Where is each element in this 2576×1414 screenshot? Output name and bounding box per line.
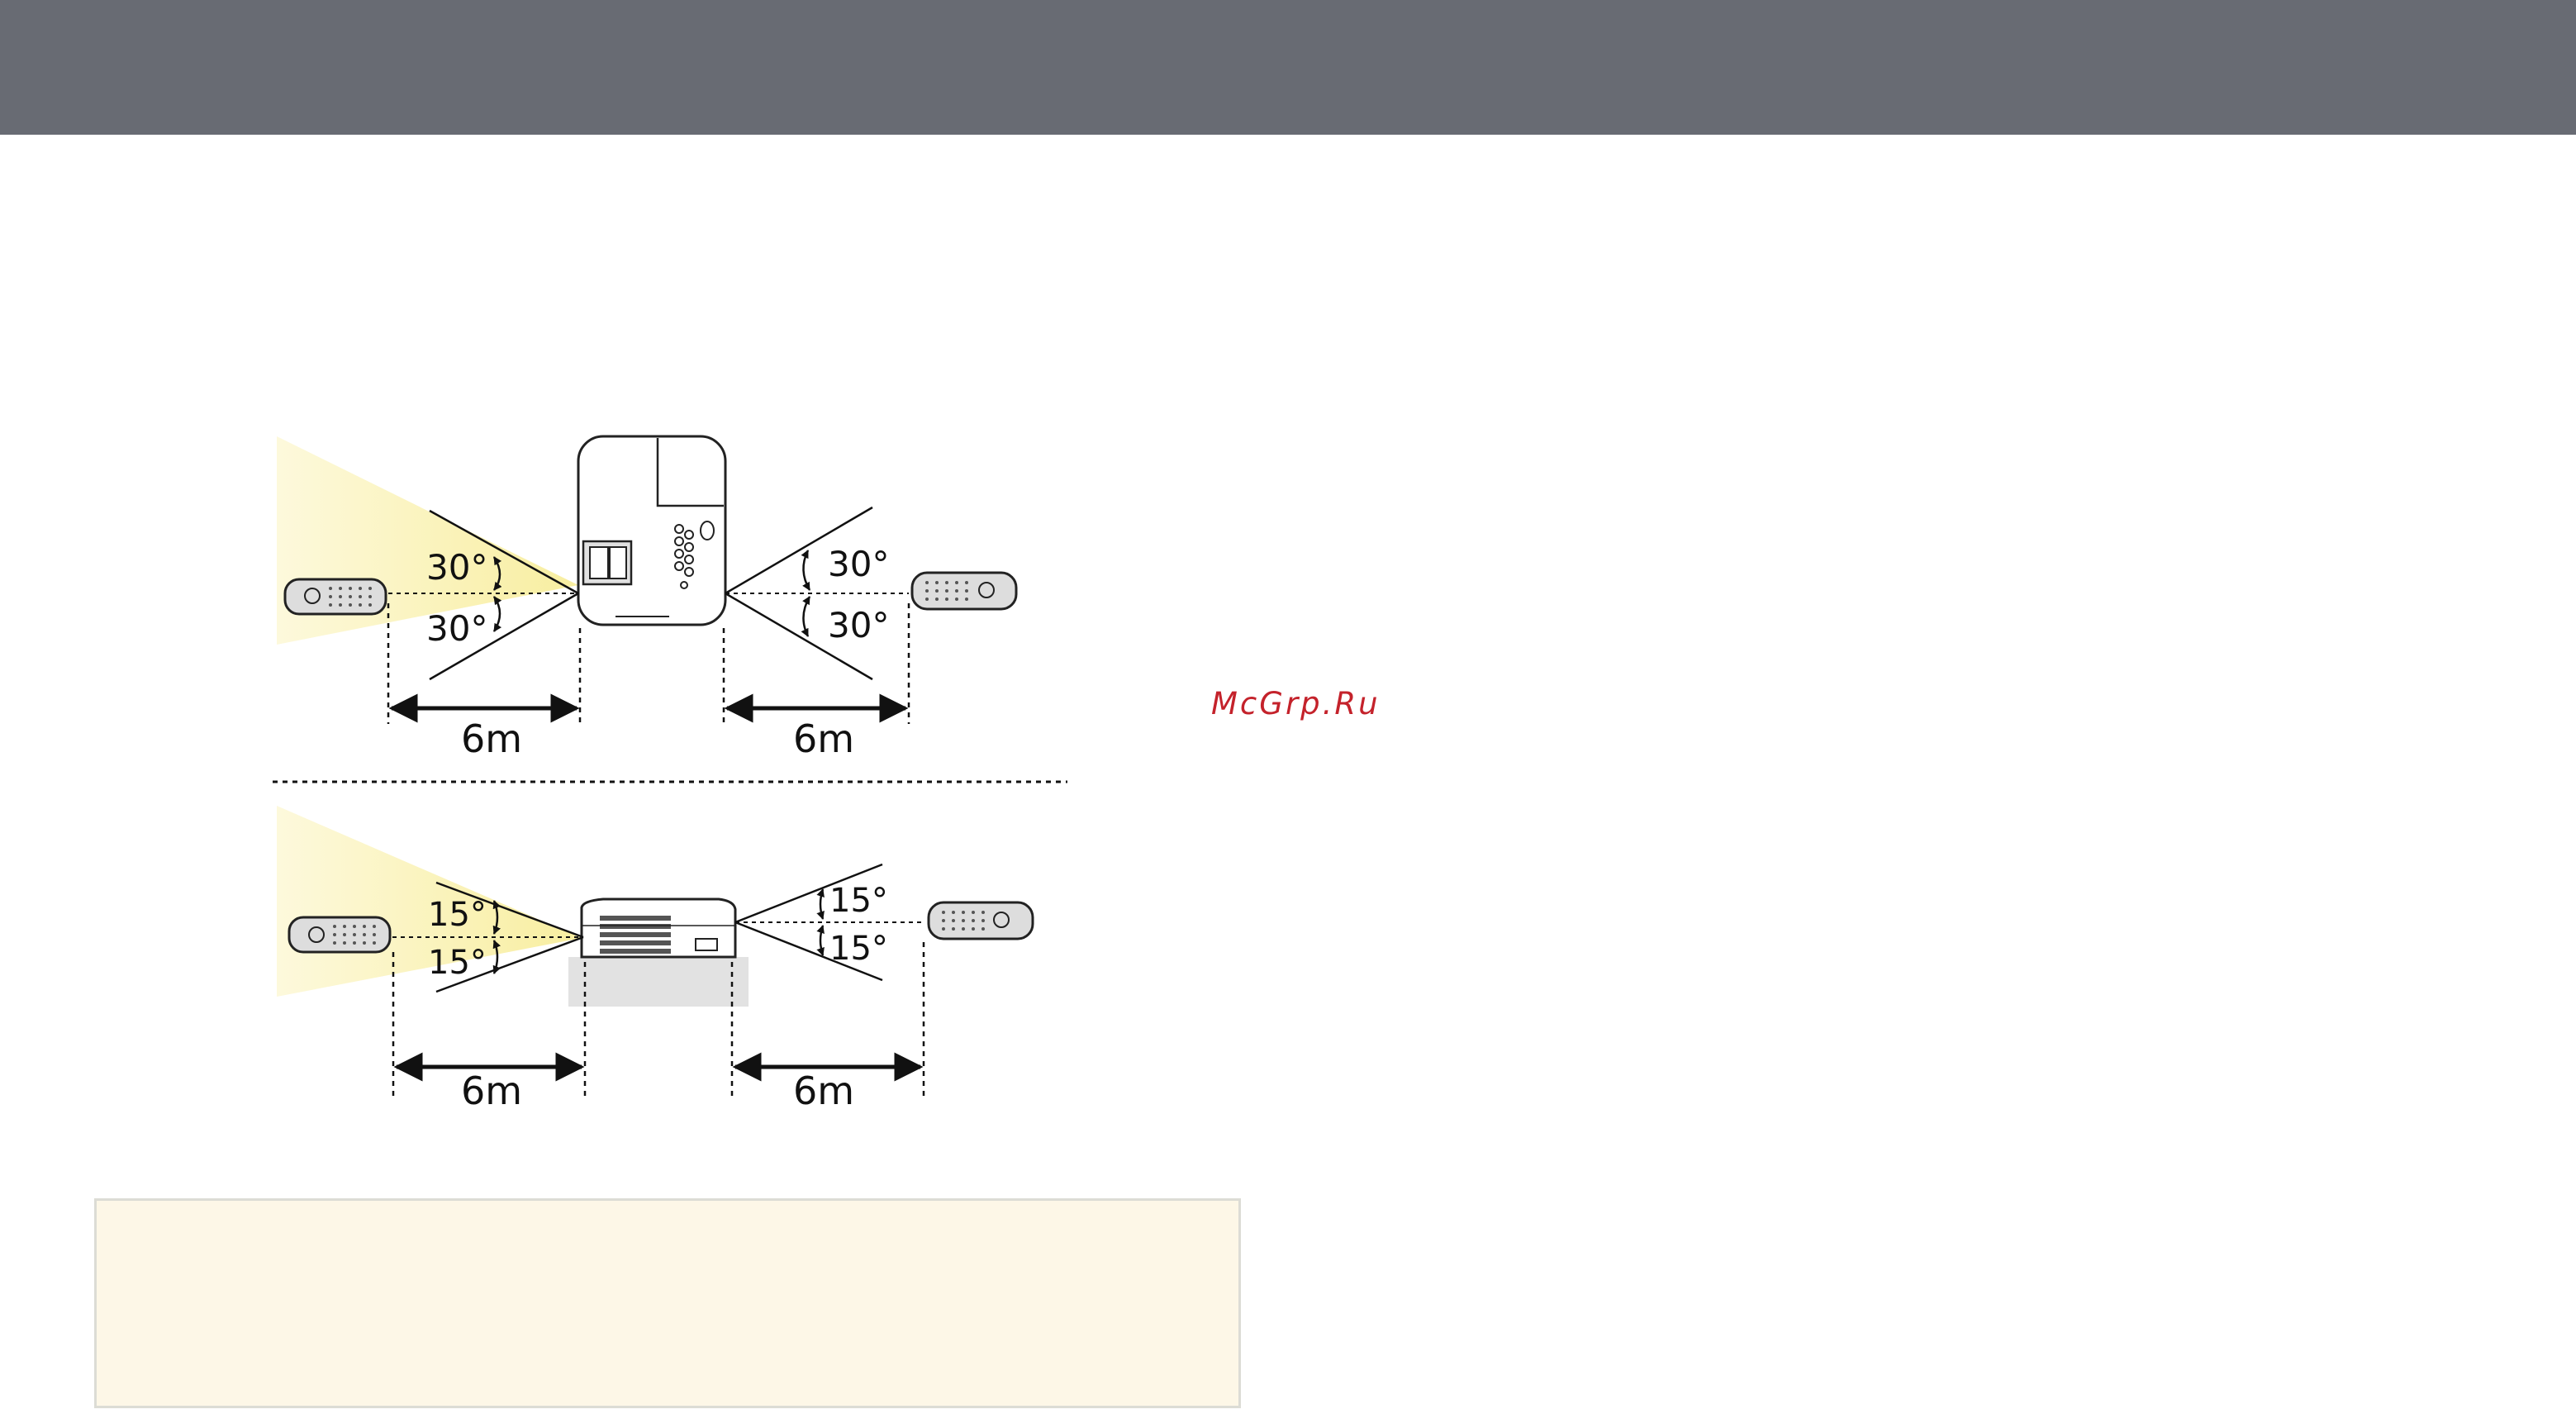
remote-front-side bbox=[289, 917, 390, 952]
top-rear-angle-upper: 30° bbox=[828, 544, 889, 584]
remote-rear-top bbox=[912, 573, 1016, 609]
side-front-angle-upper: 15° bbox=[428, 896, 487, 934]
top-front-angle-upper: 30° bbox=[426, 547, 487, 588]
side-front-angle-lower: 15° bbox=[428, 944, 487, 982]
top-front-angle-lower: 30° bbox=[426, 608, 487, 649]
side-view: 15° 15° 15° 15° 6m 6m bbox=[277, 806, 1033, 1113]
top-front-distance: 6m bbox=[461, 717, 522, 761]
side-rear-distance: 6m bbox=[793, 1069, 854, 1113]
remote-rear-side bbox=[929, 902, 1033, 939]
top-view: 30° 30° 30° 30° 6m 6m bbox=[277, 436, 1016, 761]
side-front-distance: 6m bbox=[461, 1069, 522, 1113]
projector-top-view bbox=[578, 436, 725, 625]
side-rear-angle-upper: 15° bbox=[829, 882, 888, 920]
top-rear-distance: 6m bbox=[793, 717, 854, 761]
remote-front-top bbox=[285, 579, 386, 614]
projector-side-view bbox=[582, 899, 735, 957]
top-rear-angle-lower: 30° bbox=[828, 605, 889, 645]
note-box bbox=[94, 1198, 1241, 1408]
projector-table bbox=[568, 957, 749, 1007]
side-rear-angle-lower: 15° bbox=[829, 930, 888, 968]
